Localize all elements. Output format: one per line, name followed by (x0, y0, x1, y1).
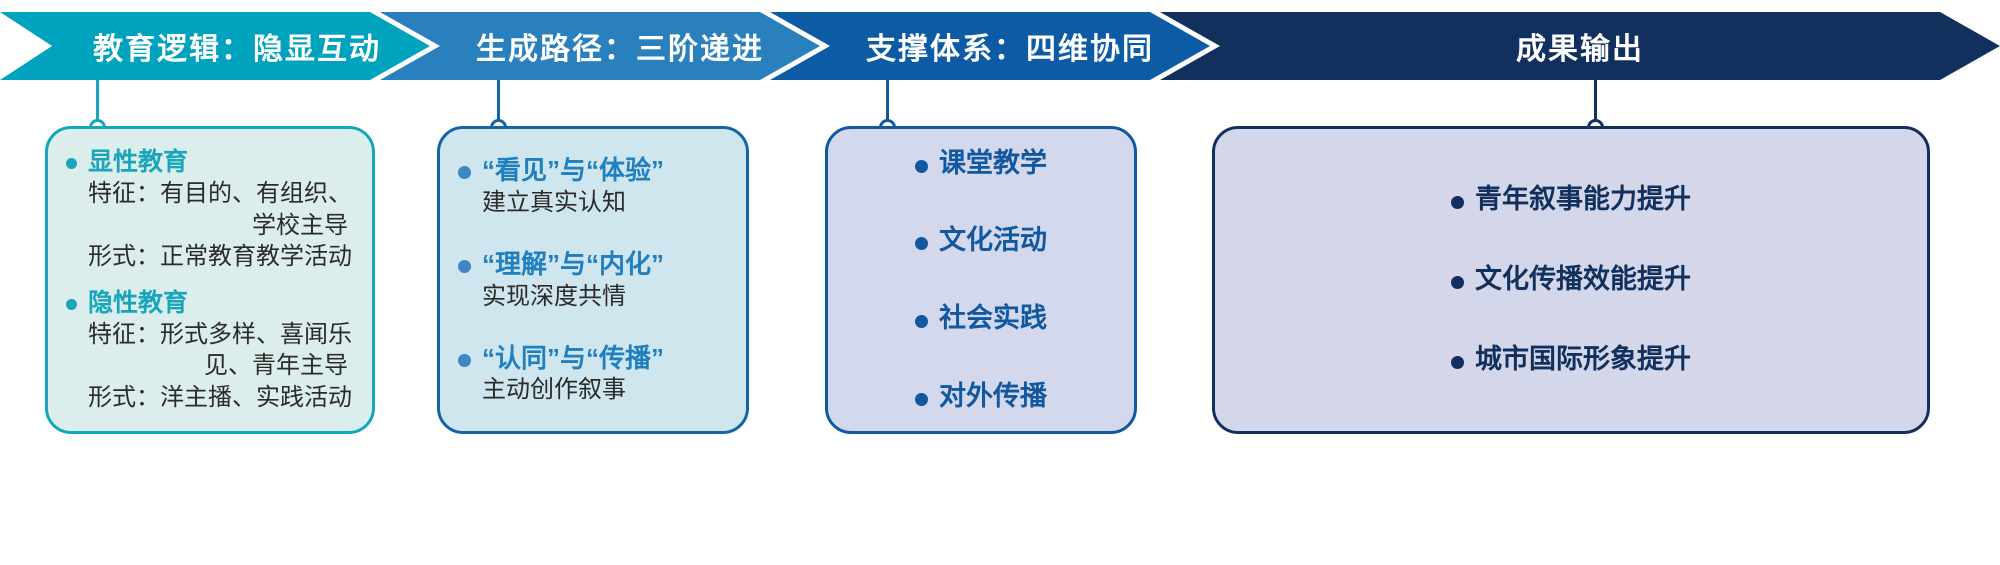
detail-card-outcomes[interactable]: 青年叙事能力提升 文化传播效能提升 城市国际形象提升 (1212, 126, 1930, 434)
bullet-dot-icon (915, 159, 928, 173)
card4-item-3: 城市国际形象提升 (1451, 343, 1691, 377)
card1-group-2-title-row: 隐性教育 (66, 288, 354, 319)
card2-group-2-title-row: “理解”与“内化” (458, 248, 728, 281)
process-ribbon: 教育逻辑：隐显互动 生成路径：三阶递进 支撑体系：四维协同 成果输出 (0, 12, 2000, 80)
detail-card-support-system[interactable]: 课堂教学 文化活动 社会实践 对外传播 (825, 126, 1137, 434)
ribbon-step-4[interactable]: 成果输出 (1220, 12, 1940, 80)
card2-group-2-title: “理解”与“内化” (482, 249, 665, 280)
card1-group-2-line-1: 特征：形式多样、喜闻乐 (88, 321, 352, 349)
card3-item-4-label: 对外传播 (939, 380, 1047, 411)
bullet-dot-icon (1451, 355, 1464, 369)
chevron-shape-3 (770, 12, 1210, 80)
ribbon-step-1[interactable]: 教育逻辑：隐显互动 (52, 12, 422, 80)
connector-line-2 (497, 80, 500, 127)
card1-group-1-title: 显性教育 (88, 148, 189, 177)
card3-item-3: 社会实践 (915, 302, 1047, 336)
chevron-shape-1 (0, 12, 430, 80)
card3-list: 课堂教学 文化活动 社会实践 对外传播 (915, 147, 1047, 414)
ribbon-step-4-label: 成果输出 (1516, 33, 1644, 66)
card3-item-1: 课堂教学 (915, 147, 1047, 181)
chevron-shape-4 (1160, 12, 2000, 80)
bullet-dot-icon (915, 237, 928, 251)
bullet-dot-icon (458, 353, 471, 367)
chevron-shape-2 (380, 12, 820, 80)
connector-line-3 (886, 80, 889, 127)
bullet-dot-icon (1451, 276, 1464, 290)
card4-list: 青年叙事能力提升 文化传播效能提升 城市国际形象提升 (1451, 183, 1691, 376)
card1-group-2: 隐性教育 特征：形式多样、喜闻乐 见、青年主导 形式：洋主播、实践活动 (66, 288, 354, 413)
ribbon-step-3[interactable]: 支撑体系：四维协同 (830, 12, 1190, 80)
card3-item-1-label: 课堂教学 (939, 147, 1047, 178)
connector-line-1 (96, 80, 99, 127)
card1-group-1-line-1: 特征：有目的、有组织、 (88, 180, 352, 208)
card4-item-2-label: 文化传播效能提升 (1475, 264, 1691, 295)
card3-item-2-label: 文化活动 (939, 225, 1047, 256)
bullet-dot-icon (66, 299, 77, 310)
card1-group-2-line-2: 见、青年主导 (204, 352, 348, 380)
ribbon-step-2[interactable]: 生成路径：三阶递进 (440, 12, 800, 80)
card2-group-3-title: “认同”与“传播” (482, 342, 665, 373)
bullet-dot-icon (915, 315, 928, 328)
card2-group-2-line-1: 实现深度共情 (482, 282, 626, 310)
card4-item-3-label: 城市国际形象提升 (1475, 343, 1691, 374)
card2-group-1-title-row: “看见”与“体验” (458, 154, 728, 187)
card1-group-2-line-3: 形式：洋主播、实践活动 (88, 383, 352, 411)
card1-group-1-line-2: 学校主导 (252, 211, 348, 239)
card4-item-2: 文化传播效能提升 (1451, 263, 1691, 297)
card1-group-1: 显性教育 特征：有目的、有组织、 学校主导 形式：正常教育教学活动 (66, 147, 354, 272)
card2-group-3-line-1: 主动创作叙事 (482, 376, 626, 404)
card2-group-2: “理解”与“内化” 实现深度共情 (458, 248, 728, 312)
bullet-dot-icon (458, 260, 471, 274)
card1-group-1-line-3: 形式：正常教育教学活动 (88, 242, 352, 270)
bullet-dot-icon (1451, 196, 1464, 210)
ribbon-shapes (0, 12, 2000, 80)
card2-group-1-line-1: 建立真实认知 (482, 188, 626, 216)
card2-group-1-title: “看见”与“体验” (482, 155, 665, 186)
card3-item-4: 对外传播 (915, 380, 1047, 414)
card4-item-1: 青年叙事能力提升 (1451, 183, 1691, 217)
ribbon-step-2-label: 生成路径：三阶递进 (476, 33, 764, 66)
card1-group-1-title-row: 显性教育 (66, 147, 354, 178)
card4-item-1-label: 青年叙事能力提升 (1475, 184, 1691, 215)
ribbon-step-3-label: 支撑体系：四维协同 (866, 33, 1154, 66)
bullet-dot-icon (915, 392, 928, 406)
card3-item-2: 文化活动 (915, 224, 1047, 258)
connector-line-4 (1594, 80, 1597, 127)
card2-group-3-title-row: “认同”与“传播” (458, 342, 728, 375)
card2-group-3: “认同”与“传播” 主动创作叙事 (458, 342, 728, 406)
card3-item-3-label: 社会实践 (939, 303, 1047, 333)
bullet-dot-icon (66, 158, 77, 170)
detail-card-education-logic[interactable]: 显性教育 特征：有目的、有组织、 学校主导 形式：正常教育教学活动 隐性教育 特… (45, 126, 375, 434)
card1-group-2-title: 隐性教育 (88, 289, 189, 317)
bullet-dot-icon (458, 166, 471, 180)
card2-group-1: “看见”与“体验” 建立真实认知 (458, 154, 728, 218)
ribbon-step-1-label: 教育逻辑：隐显互动 (93, 33, 381, 66)
detail-card-generation-path[interactable]: “看见”与“体验” 建立真实认知 “理解”与“内化” 实现深度共情 “认同”与“… (437, 126, 749, 434)
